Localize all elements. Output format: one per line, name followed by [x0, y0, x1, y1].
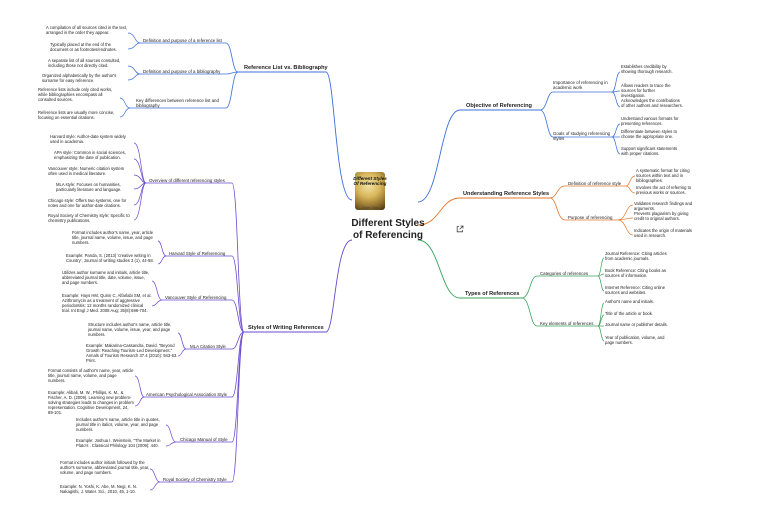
- central-topic[interactable]: Different Styles of Referencing: [351, 218, 425, 241]
- leaf-importance-1[interactable]: Establishes credibility by showing thoro…: [621, 64, 673, 75]
- center-image: [355, 172, 385, 210]
- leaf-categories-3[interactable]: Internet Reference: Citing online source…: [605, 285, 666, 296]
- leaf-apa-1[interactable]: Format consists of author's name, year, …: [48, 368, 134, 384]
- leaf-key-diff-1[interactable]: Reference lists include only cited works…: [38, 87, 113, 103]
- leaf-harvard-2[interactable]: Example: Panda, S. (2013) 'creative writ…: [66, 253, 154, 264]
- leaf-def-bib-1[interactable]: A separate list of all sources consulted…: [48, 58, 121, 69]
- topic-key-diff[interactable]: Key differences between reference list a…: [136, 98, 219, 109]
- leaf-def-bib-2[interactable]: Organized alphabetically by the author's…: [42, 73, 117, 84]
- topic-key-elements[interactable]: Key elements of references: [540, 321, 594, 326]
- leaf-importance-3[interactable]: Acknowledges the contributions of other …: [621, 98, 683, 109]
- leaf-key-2[interactable]: Title of the article or book.: [605, 311, 654, 316]
- leaf-chicago-1[interactable]: Includes author's name, article title in…: [76, 417, 160, 433]
- external-link-icon[interactable]: [456, 225, 464, 233]
- leaf-chicago-2[interactable]: Example: Joshua I. Weinstein, "The Marke…: [76, 438, 161, 449]
- leaf-definition-2[interactable]: Involves the act of referring to previou…: [636, 185, 692, 196]
- leaf-rsc-1[interactable]: Format includes author initials followed…: [60, 460, 150, 476]
- leaf-rsc-2[interactable]: Example: N. Yoshi, K. Abe, M. Negi, K. N…: [60, 484, 138, 495]
- topic-def-ref[interactable]: Definition and purpose of a reference li…: [143, 38, 222, 43]
- leaf-overview-6[interactable]: Royal Society of Chemistry style: Specif…: [48, 213, 130, 224]
- topic-apa[interactable]: American Psychological Association Style: [146, 392, 228, 397]
- leaf-mla-1[interactable]: Structure includes author's name, articl…: [88, 322, 172, 338]
- leaf-overview-5[interactable]: Chicago style: Offers two systems, one f…: [48, 198, 127, 209]
- leaf-goals-1[interactable]: Understand various formats for presentin…: [621, 116, 679, 127]
- branch-styles[interactable]: Styles of Writing References: [248, 325, 324, 331]
- leaf-categories-2[interactable]: Book Reference: Citing books as sources …: [605, 268, 666, 279]
- leaf-apa-2[interactable]: Example: Alibali, M. W., Phillips, K. M.…: [48, 390, 134, 416]
- leaf-mla-2[interactable]: Example: Makarina-Cassandra, David. "Bey…: [86, 343, 178, 364]
- topic-mla[interactable]: MLA Citation Style: [190, 344, 226, 349]
- leaf-purpose-2[interactable]: Prevents plagiarism by giving credit to …: [634, 211, 689, 222]
- topic-overview[interactable]: Overview of different referencing styles: [149, 178, 225, 183]
- leaf-goals-3[interactable]: Support significant statements with prop…: [621, 146, 678, 157]
- leaf-key-4[interactable]: Year of publication, volume, and page nu…: [605, 335, 665, 346]
- leaf-key-3[interactable]: Journal name or publisher details.: [605, 322, 668, 327]
- leaf-def-ref-2[interactable]: Typically placed at the end of the docum…: [50, 42, 117, 53]
- leaf-vancouver-2[interactable]: Example: Hays HM, Quinn C, Alfarlabi SM,…: [62, 293, 152, 314]
- topic-def-bib[interactable]: Definition and purpose of a bibliography: [143, 69, 221, 74]
- leaf-vancouver-1[interactable]: Utilizes author surname and initials, ar…: [62, 270, 150, 286]
- topic-importance[interactable]: Importance of referencing in academic wo…: [553, 80, 608, 91]
- topic-purpose[interactable]: Purpose of referencing: [568, 215, 613, 220]
- branch-understanding[interactable]: Understanding Reference Styles: [463, 191, 550, 197]
- leaf-importance-2[interactable]: Allows readers to trace the sources for …: [621, 83, 671, 99]
- leaf-definition-1[interactable]: A systematic format for citing sources w…: [636, 168, 690, 184]
- leaf-overview-3[interactable]: Vancouver style: Numeric citation system…: [48, 166, 125, 177]
- leaf-purpose-1[interactable]: Validates research findings and argument…: [634, 201, 693, 212]
- leaf-overview-2[interactable]: APA style: Common in social sciences, em…: [54, 150, 126, 161]
- leaf-overview-4[interactable]: MLA style: Focuses on humanities, partic…: [56, 182, 122, 193]
- branch-ref-vs-bib[interactable]: Reference List vs. Bibliography: [244, 65, 328, 71]
- topic-goals[interactable]: Goals of studying referencing styles: [553, 131, 611, 142]
- topic-vancouver[interactable]: Vancouver Style of Referencing: [165, 295, 227, 300]
- leaf-purpose-3[interactable]: Indicates the origin of materials used i…: [634, 228, 692, 239]
- leaf-categories-1[interactable]: Journal Reference: Citing articles from …: [605, 251, 667, 262]
- branch-types[interactable]: Types of References: [465, 291, 520, 297]
- leaf-key-diff-2[interactable]: Reference lists are usually more concise…: [38, 110, 115, 121]
- leaf-goals-2[interactable]: Differentiate between styles to choose t…: [621, 129, 678, 140]
- topic-categories[interactable]: Categories of references: [540, 271, 589, 276]
- center-image-caption: Different Styles Of Referencing: [353, 176, 387, 187]
- center-image-credit: Styles Title: [362, 206, 378, 210]
- leaf-overview-1[interactable]: Harvard style: Author-date system widely…: [50, 134, 126, 145]
- topic-definition[interactable]: Definition of reference style: [568, 181, 622, 186]
- leaf-key-1[interactable]: Author's name and initials.: [605, 299, 654, 304]
- topic-rsc[interactable]: Royal Society of Chemistry Style: [163, 477, 227, 482]
- leaf-def-ref-1[interactable]: A compilation of all sources cited in th…: [46, 25, 128, 36]
- leaf-harvard-1[interactable]: Format includes author's name, year, art…: [72, 230, 154, 246]
- topic-chicago[interactable]: Chicago Manual of Style: [180, 437, 228, 442]
- branch-objective[interactable]: Objective of Referencing: [466, 103, 532, 109]
- topic-harvard[interactable]: Harvard Style of Referencing: [169, 251, 226, 256]
